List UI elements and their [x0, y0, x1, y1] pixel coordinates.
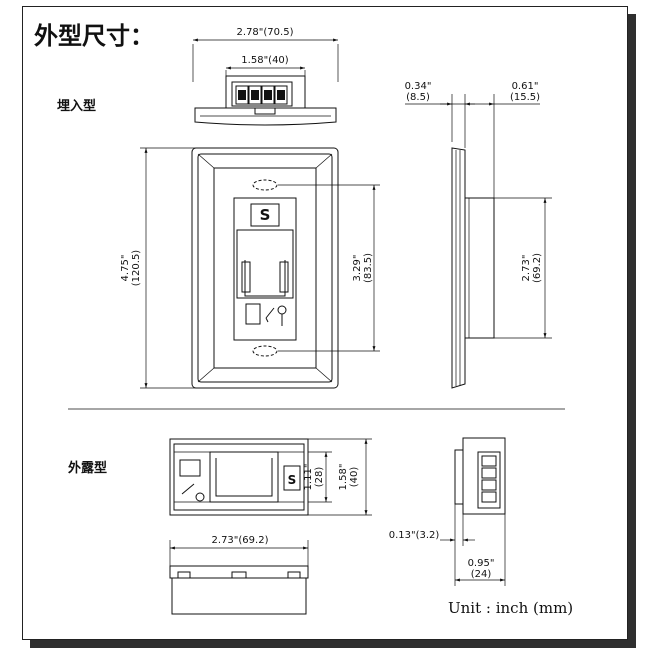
front-view: 4.75" (120.5) 3.29" (83.5) S — [120, 147, 380, 389]
unit-note: Unit : inch (mm) — [448, 599, 573, 617]
surface-key-icon — [195, 492, 205, 502]
surface-side-view: 0.13"(3.2) 0.95" (24) — [389, 437, 506, 586]
dim-hole-spacing-mm: (83.5) — [363, 253, 374, 283]
terminal-1 — [235, 85, 249, 105]
dim-depth-b-mm: (15.5) — [510, 92, 540, 103]
brand-logo-icon: S — [260, 206, 271, 224]
top-view: 2.78"(70.5) 1.58"(40) — [192, 27, 339, 126]
surface-terminal-4 — [481, 491, 497, 503]
section-label-flush: 埋入型 — [57, 98, 96, 114]
dim-height-mm: (120.5) — [131, 250, 142, 287]
surface-logo-icon: S — [288, 473, 297, 487]
drawing-frame — [22, 6, 628, 640]
terminal-3 — [261, 85, 275, 105]
dim-surface-depth-mm: (24) — [471, 569, 492, 580]
pen-icon — [265, 307, 275, 323]
screw-hole-bottom — [252, 345, 278, 357]
page-title: 外型尺寸： — [34, 22, 154, 50]
dim-surface-depth-in: 0.95" — [468, 558, 495, 569]
surface-pen-icon — [181, 483, 195, 495]
surface-bottom-view: 2.73"(69.2) — [169, 535, 309, 615]
surface-terminal-3 — [481, 479, 497, 491]
surface-terminal-1 — [481, 455, 497, 467]
dim-depth-a-in: 0.34" — [405, 81, 432, 92]
terminal-4 — [274, 85, 288, 105]
surface-terminal-2 — [481, 467, 497, 479]
dim-top-width: 2.78"(70.5) — [237, 27, 294, 38]
dim-surface-inner-mm: (28) — [314, 467, 325, 488]
dim-body-height-in: 2.73" — [521, 255, 532, 282]
side-view: 0.34" (8.5) 0.61" (15.5) 2.73" (69.2) — [405, 81, 552, 389]
dim-depth-b-in: 0.61" — [512, 81, 539, 92]
button-square — [245, 303, 261, 325]
dim-depth-a-mm: (8.5) — [406, 92, 430, 103]
surface-front-view: S 1.11" (28) 1.58" (40) — [169, 438, 372, 516]
brand-logo-box — [250, 203, 280, 227]
dim-body-height-mm: (69.2) — [532, 253, 543, 283]
dim-flange: 0.13"(3.2) — [389, 530, 440, 541]
dim-surface-outer-in: 1.58" — [338, 464, 349, 491]
card-slot — [236, 229, 294, 299]
dim-surface-inner-in: 1.11" — [303, 464, 314, 491]
key-icon — [277, 305, 287, 315]
surface-button-square — [179, 459, 201, 477]
section-label-surface: 外露型 — [67, 460, 107, 476]
dim-surface-width: 2.73"(69.2) — [212, 535, 269, 546]
dim-height-in: 4.75" — [120, 255, 131, 282]
terminal-2 — [248, 85, 262, 105]
surface-logo-box — [283, 465, 301, 491]
dim-terminal-width: 1.58"(40) — [241, 55, 288, 66]
dim-surface-outer-mm: (40) — [349, 467, 360, 488]
screw-hole-top — [252, 179, 278, 191]
surface-card-slot — [209, 451, 279, 503]
dim-hole-spacing-in: 3.29" — [352, 255, 363, 282]
